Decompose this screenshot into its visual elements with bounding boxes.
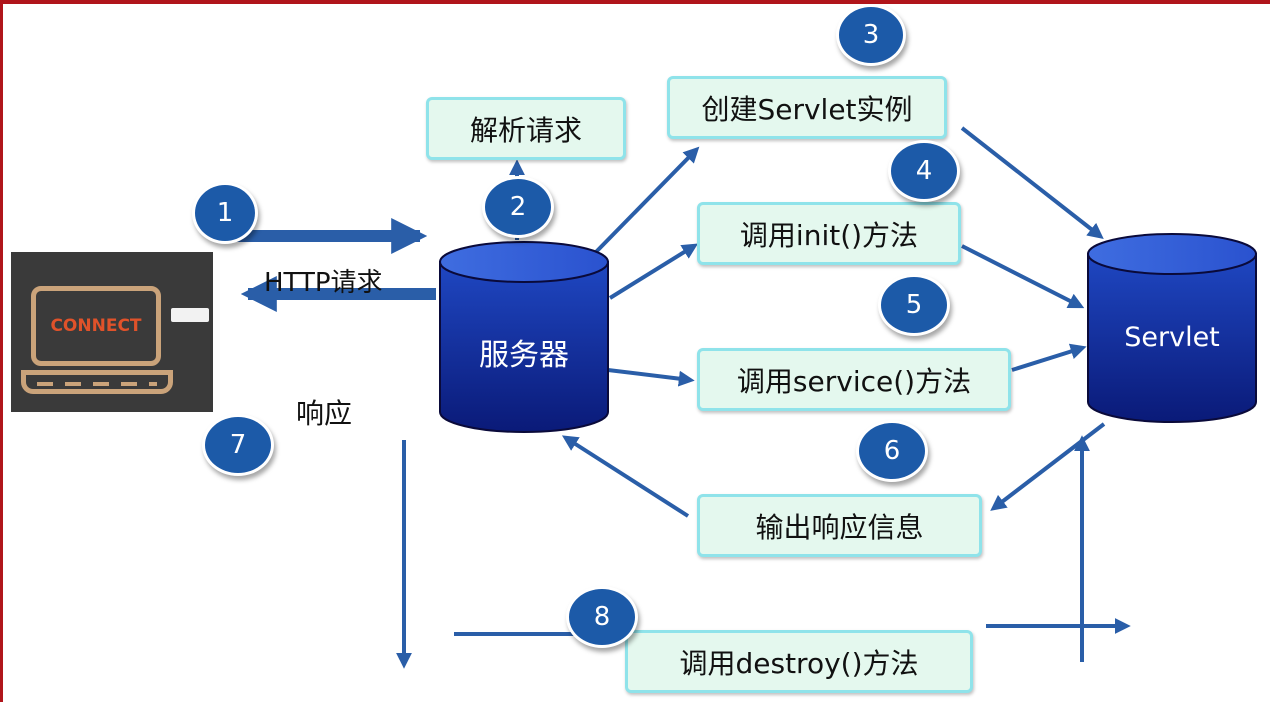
server-cylinder (439, 241, 609, 433)
laptop-keys (37, 382, 157, 386)
server-label: 服务器 (479, 338, 569, 373)
laptop-screen-text: CONNECT (50, 316, 142, 336)
init-arrow (608, 243, 699, 300)
call-init-box: 调用init()方法 (697, 202, 961, 265)
step-circle-2: 2 (482, 176, 554, 238)
create-servlet-box: 创建Servlet实例 (667, 76, 947, 139)
step-circle-8: 8 (566, 586, 638, 648)
create-to-servlet-arrow (960, 126, 1104, 239)
output-to-server-arrow (561, 435, 690, 518)
frame-left-border (0, 0, 3, 702)
client-laptop: CONNECT (11, 252, 213, 412)
servlet-label: Servlet (1124, 322, 1220, 353)
response-label: 响应 (296, 397, 353, 430)
step-circle-1: 1 (192, 182, 258, 244)
http-request-label: HTTP请求 (264, 268, 383, 298)
step-circle-5: 5 (878, 274, 950, 336)
step-circle-6: 6 (856, 420, 928, 482)
step-circle-4: 4 (888, 140, 960, 202)
service-to-servlet-arrow (1011, 343, 1087, 372)
frame-top-border (0, 0, 1270, 4)
service-arrow (607, 368, 695, 387)
laptop-screen: CONNECT (31, 286, 161, 366)
parse-request-box: 解析请求 (426, 97, 626, 160)
step-circle-3: 3 (836, 4, 906, 66)
init-to-servlet-arrow (961, 244, 1085, 309)
plug-icon (171, 308, 209, 322)
call-service-box: 调用service()方法 (697, 348, 1011, 411)
output-response-box: 输出响应信息 (697, 494, 982, 557)
create-arrow (594, 146, 700, 254)
call-destroy-box: 调用destroy()方法 (625, 630, 973, 693)
servlet-to-output-arrow (990, 422, 1106, 511)
laptop-base (21, 370, 173, 394)
step-circle-7: 7 (202, 414, 274, 476)
servlet-cylinder (1087, 233, 1257, 423)
